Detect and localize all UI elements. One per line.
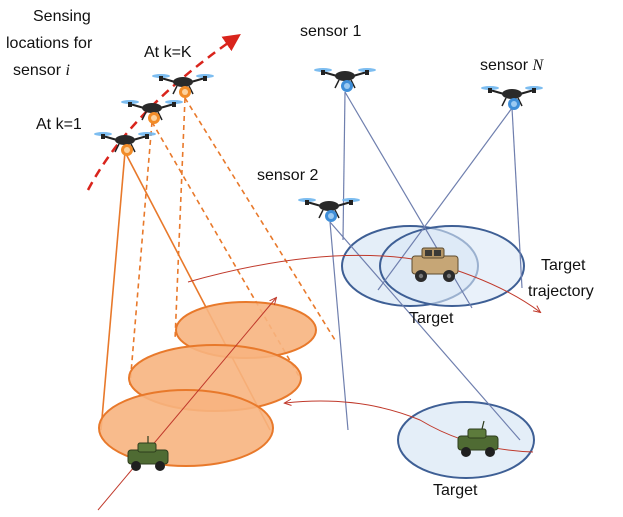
sensing-label-line3: sensor i (13, 62, 70, 79)
military-vehicle-icon (457, 420, 499, 457)
at-k1-label: At k=1 (36, 116, 82, 133)
drone-icon (120, 99, 184, 125)
target-label-lower: Target (433, 482, 478, 499)
sensing-label-index: i (65, 62, 69, 79)
sensor-n-prefix: sensor (480, 57, 532, 74)
sensing-label-line2: locations for (6, 35, 93, 52)
target-trajectory-line1: Target (541, 257, 586, 274)
drone-icon (151, 73, 215, 99)
sensor-n-label: sensor N (480, 57, 544, 74)
military-vehicle-icon (127, 436, 169, 471)
sensing-label-line1: Sensing (33, 8, 91, 25)
sensor-n-index: N (531, 57, 544, 74)
orange-region-k1 (98, 389, 274, 467)
humvee-icon (411, 247, 459, 282)
at-kK-label: At k=K (144, 44, 192, 61)
drone-icon (93, 131, 157, 157)
sensor-2-label: sensor 2 (257, 167, 318, 184)
sensing-label-prefix: sensor (13, 62, 65, 79)
sensor-beams (329, 91, 523, 441)
drone-icon (480, 85, 544, 111)
target-label-upper: Target (409, 310, 454, 327)
trajectory-lower-vehicle (97, 298, 276, 511)
drone-icon (313, 67, 377, 93)
target-trajectory-line2: trajectory (528, 283, 594, 300)
sensor-1-label: sensor 1 (300, 23, 361, 40)
drone-icon (297, 197, 361, 223)
